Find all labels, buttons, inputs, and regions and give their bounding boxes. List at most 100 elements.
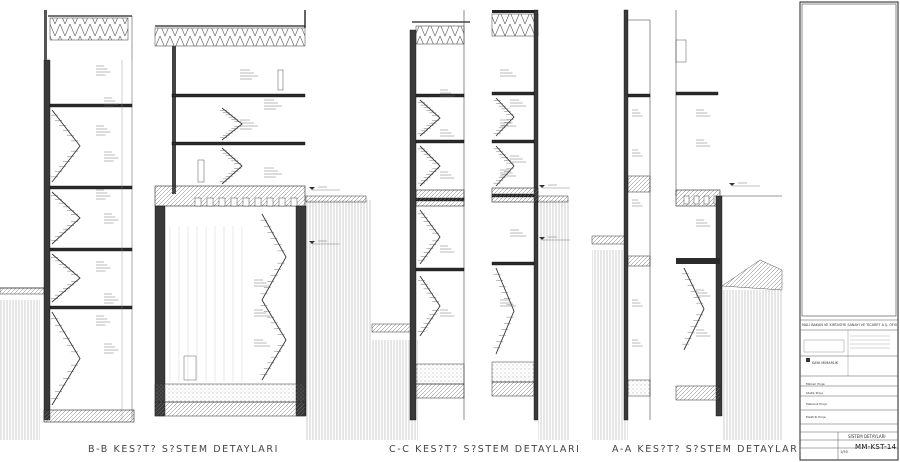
floor-aa — [627, 255, 651, 267]
wall-cc-right — [533, 9, 539, 421]
roof-edge — [492, 10, 538, 13]
scale-value: 1/50 — [840, 450, 848, 454]
note-1: Mimari Proje — [806, 382, 825, 386]
stair-flight — [495, 267, 515, 355]
floor-slab — [491, 261, 535, 266]
basement-floor-cc — [415, 363, 465, 385]
stair-flight — [221, 147, 243, 185]
slab-void — [266, 197, 274, 207]
floor-slab — [676, 258, 720, 264]
level-marker — [309, 241, 315, 244]
slab-void — [254, 197, 262, 207]
wall-aa-right — [715, 195, 723, 417]
firm-name: KAYA MİMARLIK — [812, 361, 839, 365]
wall-bb-left — [43, 59, 51, 421]
title-block-frame — [799, 1, 899, 461]
stair-flight — [261, 299, 287, 381]
ground-floor-cc — [415, 189, 465, 207]
wall-cc-left — [409, 29, 417, 421]
ground-floor-aa — [627, 175, 651, 193]
stair-flight — [261, 213, 287, 301]
slab-void — [703, 195, 710, 205]
wall-aa-left — [623, 9, 629, 421]
section-title-aa: A-A KES?T? S?STEM DETAYLARI — [612, 444, 803, 455]
floor-slab — [49, 305, 133, 310]
human-figure — [277, 69, 284, 91]
slab-void — [290, 197, 298, 207]
floor-slab — [491, 91, 535, 96]
roof-truss-bb — [49, 17, 129, 41]
stair-flight — [51, 109, 81, 183]
foundation-cc — [415, 383, 465, 399]
floor-slab — [49, 103, 133, 108]
note-3: Mekanik Proje — [806, 402, 827, 406]
window-aa — [675, 39, 687, 63]
slab-void — [230, 197, 238, 207]
floor-slab — [415, 139, 465, 144]
human-figure — [197, 159, 205, 183]
floor-slab — [675, 91, 719, 96]
slab-void — [206, 197, 214, 207]
terrain-slope — [721, 259, 783, 291]
title-block-notes-area — [801, 3, 897, 317]
column-bb — [172, 46, 176, 194]
stair-flight — [419, 145, 441, 187]
stair-flight — [419, 209, 441, 265]
slab-void — [242, 197, 250, 207]
wall-bb-parapet — [44, 10, 47, 60]
section-title-cc: C-C KES?T? S?STEM DETAYLARI — [389, 444, 581, 455]
ground-slab — [537, 195, 569, 203]
stair-flight — [51, 311, 81, 406]
slab-void — [693, 195, 700, 205]
floor-slab — [171, 93, 306, 98]
soil-hatch — [592, 250, 628, 440]
stair-flight — [51, 253, 81, 303]
roof-truss-cc — [415, 25, 465, 45]
slab-void — [278, 197, 286, 207]
equipment — [183, 355, 197, 381]
foundation-bb — [43, 409, 135, 423]
floor-slab — [49, 185, 133, 190]
foundation-aa — [675, 385, 721, 401]
basement-floor-bb — [154, 383, 306, 403]
stair-flight — [495, 145, 515, 187]
floor-slab — [171, 141, 306, 146]
ground-slab — [305, 195, 367, 203]
floor-slab — [49, 247, 133, 252]
level-marker — [729, 183, 735, 186]
level-marker — [539, 237, 545, 240]
sheet-title: SİSTEM DETAYLARI — [848, 434, 886, 439]
level-marker — [309, 187, 315, 190]
firm-logo — [806, 358, 810, 362]
stair-flight — [51, 191, 81, 245]
soil-hatch — [722, 290, 782, 440]
ground-floor-cc2 — [491, 187, 539, 203]
roof-truss-bb2 — [154, 27, 306, 47]
soil-hatch — [538, 200, 570, 440]
sheet-number: MM-KST-14 — [855, 443, 897, 451]
floor-slab — [627, 93, 651, 98]
soil-hatch — [306, 200, 372, 440]
note-2: Statik Proje — [806, 391, 824, 395]
foundation-cc2 — [491, 381, 535, 397]
stair-flight — [221, 107, 243, 141]
floor-slab — [415, 267, 465, 272]
slab-void — [194, 197, 202, 207]
ground-slab — [371, 323, 415, 333]
section-title-bb: B-B KES?T? S?STEM DETAYLARI — [88, 444, 279, 455]
stair-flight — [419, 275, 441, 337]
soil-hatch — [0, 300, 40, 440]
ground-slab — [591, 235, 627, 245]
title-block-table — [803, 339, 845, 353]
note-4: Elektrik Proje — [806, 415, 826, 419]
basement-floor-cc2 — [491, 361, 535, 383]
slab-void — [683, 195, 690, 205]
floor-slab — [491, 139, 535, 144]
project-title: MALİ BAKAN VE KIRTASİYE SANAYİ VE TİCARE… — [802, 323, 898, 327]
stair-flight — [683, 267, 705, 351]
stair-flight — [419, 99, 441, 137]
roof-truss-cc2 — [491, 13, 539, 37]
basement-floor-aa — [627, 379, 651, 397]
